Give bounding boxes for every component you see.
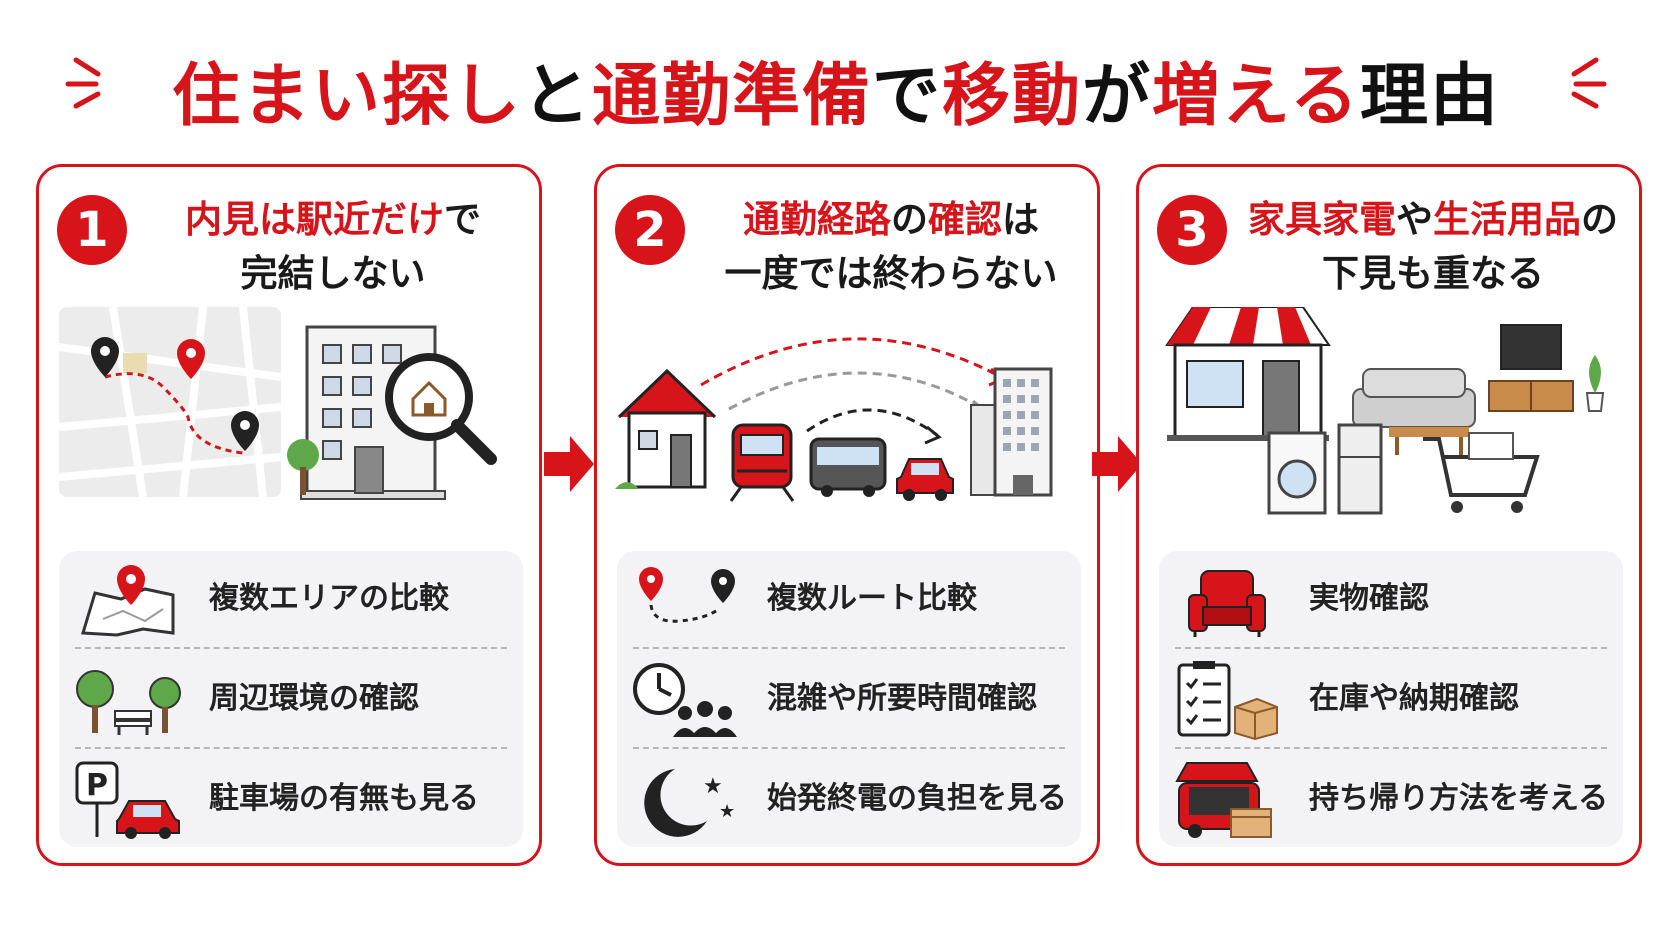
car-trunk-icon (1175, 762, 1272, 838)
item-label: 複数ルート比較 (767, 581, 977, 616)
arrow-right-icon-1 (544, 436, 594, 492)
panel-2-list: 複数ルート比較 混雑や所要時間確認 ★ ★ 始発終電の負担を見る (617, 551, 1081, 847)
item-label: 持ち帰り方法を考える (1309, 781, 1609, 816)
divider (75, 747, 507, 749)
list-item: P 駐車場の有無も見る (59, 751, 523, 847)
panel-2-heading-black1: の (891, 198, 928, 241)
divider (1175, 747, 1607, 749)
map-pin-icon (81, 565, 175, 637)
trees-bench-icon (76, 670, 181, 735)
panel-1-list: 複数エリアの比較 周辺環境の確認 P 駐車場の有無も見る (59, 551, 523, 847)
item-label: 実物確認 (1309, 581, 1429, 616)
step-badge-1: 1 (57, 195, 127, 265)
commute-illustration (615, 337, 1053, 502)
armchair-icon (1188, 570, 1266, 637)
panel-3-heading: 家具家電や生活用品の 下見も重なる (1239, 193, 1627, 301)
title-part-6: が (1082, 57, 1153, 136)
panel-3-heading-red2: 生活用品 (1433, 198, 1581, 241)
panel-2-heading-line2: 一度では終わらない (724, 252, 1058, 295)
panel-3-heading-black2: の (1581, 198, 1618, 241)
list-item: 在庫や納期確認 (1159, 651, 1623, 747)
list-item: 複数エリアの比較 (59, 551, 523, 647)
burst-right-icon (1571, 57, 1607, 109)
panel-1: 1 内見は駅近だけで 完結しない (36, 164, 542, 866)
title-part-8: 理由 (1360, 57, 1501, 136)
map-pin-black-1 (91, 337, 119, 377)
divider (75, 647, 507, 649)
step-badge-2: 2 (615, 195, 685, 265)
arrow-right-icon-2 (1092, 436, 1142, 492)
panel-3-heading-black1: や (1396, 198, 1433, 241)
item-label: 駐車場の有無も見る (209, 781, 479, 816)
panel-2-heading: 通勤経路の確認は 一度では終わらない (697, 193, 1085, 301)
divider (633, 647, 1065, 649)
item-label: 周辺環境の確認 (209, 681, 419, 716)
list-item: 混雑や所要時間確認 (617, 651, 1081, 747)
route-pins-icon (639, 567, 735, 623)
item-label: 混雑や所要時間確認 (767, 681, 1037, 716)
panel-2: 2 通勤経路の確認は 一度では終わらない (594, 164, 1100, 866)
panel-1-heading-line2: 完結しない (240, 252, 426, 295)
map-building-illustration (58, 307, 497, 500)
panel-2-heading-red1: 通勤経路 (743, 198, 891, 241)
svg-text:★: ★ (719, 801, 735, 822)
shopping-illustration (1165, 307, 1605, 515)
list-item: ★ ★ 始発終電の負担を見る (617, 751, 1081, 847)
panel-2-heading-black2: は (1002, 198, 1039, 241)
step-badge-3: 3 (1157, 195, 1227, 265)
title-part-1: 住まい探し (171, 57, 522, 136)
item-label: 始発終電の負担を見る (767, 781, 1067, 816)
panel-3-heading-red1: 家具家電 (1248, 198, 1396, 241)
panel-1-heading: 内見は駅近だけで 完結しない (139, 193, 527, 301)
panel-3-heading-line2: 下見も重なる (1322, 252, 1544, 295)
list-item: 持ち帰り方法を考える (1159, 751, 1623, 847)
clock-crowd-icon (633, 663, 737, 737)
title-part-3: 通勤準備 (591, 57, 872, 136)
page-title: 住まい探しと通勤準備で移動が増える理由 (0, 40, 1672, 139)
item-label: 複数エリアの比較 (209, 581, 449, 616)
burst-left-icon (65, 57, 101, 109)
list-item: 周辺環境の確認 (59, 651, 523, 747)
panel-3: 3 家具家電や生活用品の 下見も重なる (1136, 164, 1642, 866)
moon-stars-icon: ★ ★ (644, 769, 735, 837)
panel-2-heading-red2: 確認 (928, 198, 1002, 241)
panel-1-heading-black: で (444, 198, 481, 241)
panel-3-list: 実物確認 在庫や納期確認 (1159, 551, 1623, 847)
title-part-7: 増える (1152, 57, 1361, 136)
svg-text:P: P (86, 768, 108, 803)
checklist-box-icon (1177, 661, 1278, 741)
panel-1-heading-red: 内見は駅近だけ (185, 198, 444, 241)
svg-text:★: ★ (703, 774, 723, 799)
divider (1175, 647, 1607, 649)
title-part-2: と (521, 57, 592, 136)
title-part-5: 移動 (942, 57, 1083, 136)
list-item: 実物確認 (1159, 551, 1623, 647)
item-label: 在庫や納期確認 (1309, 681, 1519, 716)
list-item: 複数ルート比較 (617, 551, 1081, 647)
divider (633, 747, 1065, 749)
title-part-4: で (872, 57, 943, 136)
parking-car-icon: P (75, 761, 180, 839)
